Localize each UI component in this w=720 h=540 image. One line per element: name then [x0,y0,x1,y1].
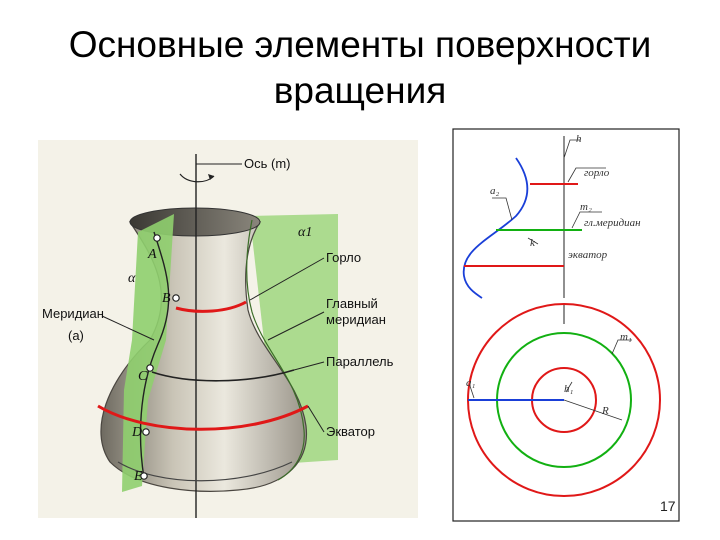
main-meridian-curve [246,219,305,481]
main-meridian-label-2: меридиан [326,312,386,327]
frontal-label-main-meridian: гл.меридиан [584,217,641,229]
frontal-leaders [492,139,606,245]
point-C-marker [146,364,154,372]
meridian-a-curve [139,231,170,479]
orthographic-projection: h горло m₂ гл.меридиан экватор a₂ k m₁ a… [452,128,680,522]
top-radius-leader [563,399,623,421]
top-label-r: R [601,405,609,417]
point-B-marker [172,294,180,302]
equator-label: Экватор [326,424,375,439]
meridian-label: Меридиан [42,306,104,321]
page-title: Основные элементы поверхности вращения [0,22,720,114]
point-D-label: D [131,425,142,440]
surface-of-revolution-illustration: A B C D E Ось (m) α1 α Горло Главный мер… [38,140,418,518]
leader-lines [101,163,325,433]
meridian-points [140,234,180,480]
point-A-marker [153,234,161,242]
frontal-label-a2: a₂ [490,185,500,197]
title-line-2: вращения [273,70,447,111]
frontal-meridian-curve [462,157,529,299]
frontal-label-equator: экватор [568,249,608,261]
bottom-circle [117,461,293,482]
axis-label: Ось (m) [244,156,290,171]
projection-frame [452,128,680,522]
point-E-marker [140,472,148,480]
top-label-a1: a₁ [466,377,476,389]
main-meridian-label-1: Главный [326,296,378,311]
parallel-label: Параллель [326,354,394,369]
point-C-label: C [138,369,148,384]
parallel-circle [151,369,295,382]
top-leaders [469,339,632,399]
point-B-label: B [162,291,171,306]
meridian-sub-label: (a) [68,328,84,343]
frontal-label-gorlo: горло [584,167,610,179]
point-D-marker [142,428,150,436]
top-label-h1: h₁ [564,383,574,395]
title-line-1: Основные элементы поверхности [68,24,652,65]
plane-alpha-label: α [128,271,136,286]
point-A-label: A [147,247,157,262]
frontal-label-h: h [576,133,582,145]
throat-label: Горло [326,250,361,265]
point-E-label: E [133,469,143,484]
throat-circle [175,300,247,313]
top-label-m1: m₁ [620,331,632,343]
slide-number: 17 [660,498,676,514]
frontal-label-k: k [530,237,536,249]
plane-alpha1-label: α1 [298,225,312,240]
frontal-label-m: m₂ [580,201,592,213]
rotation-arrow-head [208,174,214,180]
equator-circle [97,404,309,431]
